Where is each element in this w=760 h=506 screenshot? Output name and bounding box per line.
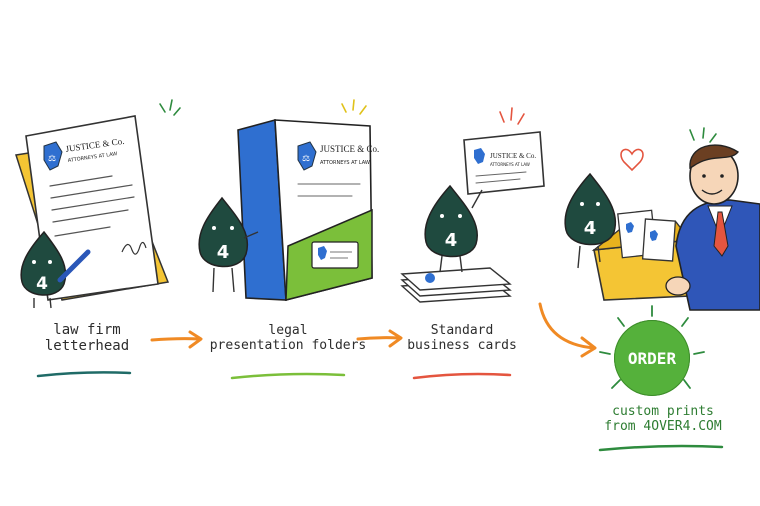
curved-arrow-icon — [538, 302, 597, 358]
step-label-letterhead-line2: letterhead — [44, 338, 130, 355]
mascot-3-number: 4 — [445, 230, 458, 251]
folder-illustration: ⚖ JUSTICE & Co. ATTORNEYS AT LAW — [237, 99, 379, 302]
heart-icon — [620, 148, 644, 172]
order-button-label: ORDER — [627, 348, 677, 368]
svg-text:⚖: ⚖ — [48, 154, 56, 164]
law-firm-logo-icon: ⚖ — [43, 141, 63, 171]
arrow-right-icon — [356, 329, 403, 348]
step-label-letterhead-line1: law firm — [53, 322, 121, 338]
underline-business-cards — [412, 372, 512, 380]
held-business-card — [463, 131, 545, 195]
underline-folders — [230, 372, 346, 380]
step-label-folders-line1: legal — [268, 323, 308, 338]
step-label-folders-line2: presentation folders — [209, 337, 367, 353]
step-label-letterhead: law firm letterhead — [22, 322, 152, 354]
folder-logo-icon: ⚖ — [297, 141, 317, 171]
cta-link[interactable]: from 4OVER4.COM — [604, 418, 722, 434]
order-button[interactable]: ORDER — [614, 320, 690, 396]
order-badge — [599, 305, 705, 389]
cta-line1: custom prints — [612, 404, 714, 419]
underline-cta — [598, 444, 724, 452]
mascot-2-number: 4 — [217, 242, 230, 263]
card-tagline: ATTORNEYS AT LAW — [490, 162, 530, 167]
mascot-2: 4 — [198, 196, 259, 293]
step-label-business-cards-line2: business cards — [407, 337, 517, 353]
delivery-illustration — [591, 127, 760, 311]
mascot-4-number: 4 — [584, 218, 597, 239]
cta-text: custom prints from 4OVER4.COM — [588, 404, 738, 435]
card-brand-name: JUSTICE & Co. — [490, 152, 536, 160]
step-label-business-cards: Standard business cards — [400, 323, 524, 354]
folder-brand-name: JUSTICE & Co. — [320, 144, 379, 154]
folder-tagline: ATTORNEYS AT LAW — [320, 160, 370, 166]
pen-icon — [57, 249, 91, 283]
underline-letterhead — [36, 371, 132, 378]
business-cards-illustration: JUSTICE & Co. ATTORNEYS AT LAW — [400, 107, 545, 303]
svg-text:⚖: ⚖ — [302, 154, 310, 164]
step-label-folders: legal presentation folders — [208, 323, 368, 354]
mascot-4: 4 — [564, 172, 617, 269]
mascot-1-number: 4 — [36, 274, 48, 294]
customer-figure — [665, 144, 760, 311]
signature-scribble — [121, 241, 147, 255]
arrow-right-icon — [150, 330, 203, 349]
mascot-1: 4 — [20, 230, 91, 309]
mascot-3: 4 — [424, 184, 483, 273]
step-label-business-cards-line1: Standard — [430, 323, 494, 338]
